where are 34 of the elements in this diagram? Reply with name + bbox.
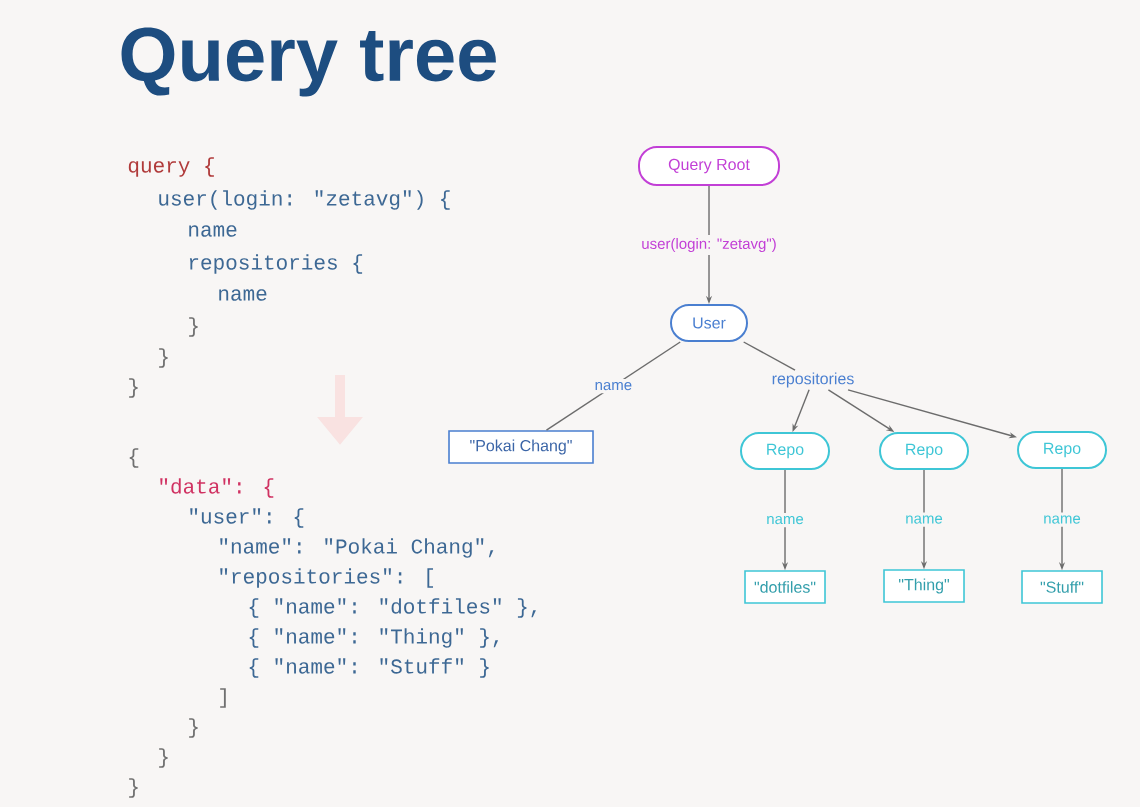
code-line: } bbox=[189, 317, 198, 337]
code-line: query { bbox=[128, 157, 214, 177]
title: Query tree bbox=[121, 27, 496, 97]
repo-node: Repo bbox=[740, 432, 830, 470]
user-node: User bbox=[670, 304, 748, 342]
repo-node: Repo bbox=[1017, 431, 1107, 469]
value-box: "Pokai Chang" bbox=[448, 430, 594, 464]
code-line: "repositories": [ bbox=[220, 568, 433, 588]
code-line: user(login: "zetavg") { bbox=[159, 190, 450, 210]
query-root-node: Query Root bbox=[638, 146, 780, 186]
value-box: "Thing" bbox=[883, 569, 965, 603]
value-box: "Stuff" bbox=[1021, 570, 1103, 604]
code-line: ] bbox=[220, 688, 226, 708]
code-line: { bbox=[129, 448, 139, 468]
edge-label: user(login: "zetavg") bbox=[638, 235, 780, 255]
repo-node: Repo bbox=[879, 432, 969, 470]
code-line: } bbox=[159, 348, 168, 368]
field-label: repositories bbox=[772, 372, 854, 388]
code-line: "user": { bbox=[190, 508, 304, 528]
value-box: "dotfiles" bbox=[744, 570, 826, 604]
code-line: repositories { bbox=[189, 254, 363, 274]
code-line: { "name": "Thing" }, bbox=[249, 628, 499, 648]
code-line: } bbox=[129, 378, 138, 398]
code-line: name bbox=[189, 225, 237, 237]
edge-label: name bbox=[902, 512, 946, 527]
code-line: } bbox=[159, 748, 168, 768]
code-line: "name": "Pokai Chang", bbox=[220, 538, 494, 558]
code-line: name bbox=[219, 289, 267, 301]
code-line: "data": { bbox=[160, 478, 274, 498]
edge-label: name bbox=[1040, 512, 1084, 527]
code-line: } bbox=[129, 778, 138, 798]
code-line: { "name": "Stuff" } bbox=[249, 658, 489, 678]
code-line: { "name": "dotfiles" }, bbox=[249, 598, 536, 618]
code-line: } bbox=[189, 718, 198, 738]
